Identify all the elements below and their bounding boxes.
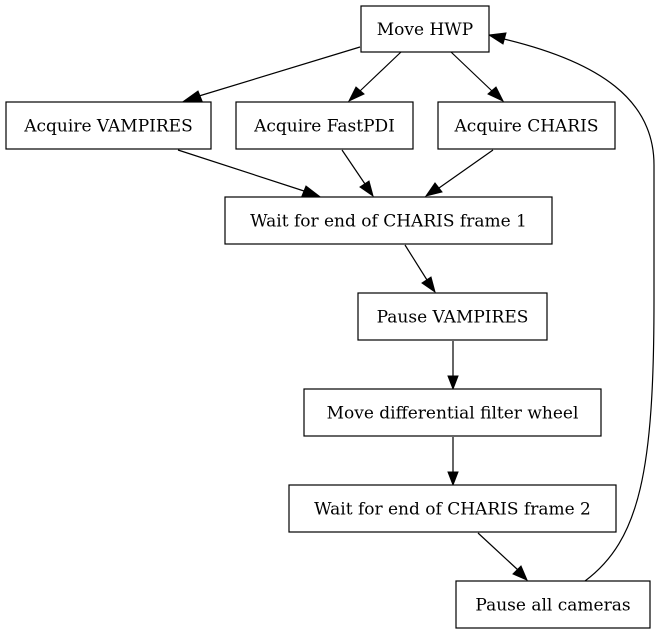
- node-box: [303, 388, 602, 437]
- node-pause-all-cameras: Pause all cameras: [455, 580, 651, 629]
- node-wait-frame-2: Wait for end of CHARIS frame 2: [288, 484, 617, 533]
- node-box: [357, 292, 548, 341]
- node-acquire-fastpdi: Acquire FastPDI: [235, 101, 414, 150]
- node-pause-vampires: Pause VAMPIRES: [357, 292, 548, 341]
- edge-line: [341, 149, 366, 185]
- node-acquire-charis: Acquire CHARIS: [437, 101, 616, 150]
- arrowhead-icon: [301, 185, 321, 197]
- node-acquire-vampires: Acquire VAMPIRES: [5, 101, 212, 150]
- node-label: Pause VAMPIRES: [377, 308, 529, 328]
- node-label: Acquire FastPDI: [253, 117, 395, 137]
- edge-acquire-charis-to-wait-frame-1: [424, 149, 494, 197]
- node-box: [224, 196, 553, 245]
- arrowhead-icon: [424, 182, 443, 197]
- edge-line: [477, 532, 519, 571]
- edge-line: [438, 149, 494, 189]
- node-label: Pause all cameras: [475, 596, 630, 616]
- node-box: [5, 101, 212, 150]
- arrowhead-icon: [347, 86, 365, 103]
- nodes-layer: Move HWP Acquire VAMPIRES Acquire FastPDI A…: [5, 5, 651, 629]
- node-box: [235, 101, 414, 150]
- edge-wait-frame-2-to-pause-all-cameras: [477, 532, 528, 581]
- arrowhead-icon: [512, 565, 528, 581]
- edges-layer: [177, 32, 655, 582]
- edge-line: [359, 51, 402, 92]
- node-move-filter-wheel: Move differential filter wheel: [303, 388, 602, 437]
- edge-line: [198, 46, 361, 97]
- node-label: Wait for end of CHARIS frame 1: [250, 212, 527, 232]
- edge-move-hwp-to-acquire-vampires: [182, 46, 361, 102]
- edge-line: [177, 149, 305, 192]
- edge-line: [503, 38, 655, 582]
- edge-acquire-vampires-to-wait-frame-1: [177, 149, 321, 197]
- node-wait-frame-1: Wait for end of CHARIS frame 1: [224, 196, 553, 245]
- edge-move-hwp-to-acquire-charis: [450, 51, 505, 103]
- edge-line: [404, 244, 428, 281]
- edge-line: [450, 51, 493, 92]
- node-box: [437, 101, 616, 150]
- edge-acquire-fastpdi-to-wait-frame-1: [341, 149, 374, 198]
- node-move-hwp: Move HWP: [360, 5, 490, 53]
- node-label: Acquire CHARIS: [454, 117, 599, 137]
- arrowhead-icon: [487, 32, 507, 45]
- arrowhead-icon: [447, 471, 459, 487]
- edge-pause-vampires-to-move-filter-wheel: [447, 341, 459, 391]
- edge-wait-frame-1-to-pause-vampires: [404, 244, 436, 294]
- node-label: Wait for end of CHARIS frame 2: [314, 500, 591, 520]
- edge-move-filter-wheel-to-wait-frame-2: [447, 437, 459, 487]
- edge-move-hwp-to-acquire-fastpdi: [347, 51, 402, 103]
- node-label: Move differential filter wheel: [327, 404, 579, 424]
- node-label: Move HWP: [377, 20, 473, 40]
- arrowhead-icon: [359, 180, 374, 198]
- arrowhead-icon: [182, 90, 203, 102]
- node-box: [455, 580, 651, 629]
- node-box: [360, 5, 490, 53]
- node-label: Acquire VAMPIRES: [23, 117, 192, 137]
- node-box: [288, 484, 617, 533]
- arrowhead-icon: [487, 86, 505, 103]
- arrowhead-icon: [421, 276, 436, 294]
- edge-pause-all-cameras-to-move-hwp: [487, 32, 655, 582]
- arrowhead-icon: [447, 375, 459, 391]
